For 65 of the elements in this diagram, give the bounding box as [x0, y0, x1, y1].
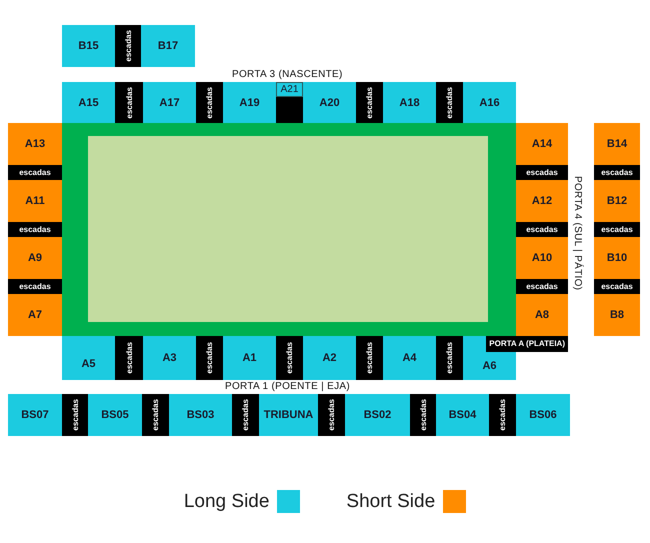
stairs-strip: escadas: [436, 336, 463, 380]
seating-section: B17: [141, 25, 195, 67]
seating-section: BS05: [88, 394, 142, 436]
seating-section: A9: [8, 237, 62, 279]
stairs-strip: escadas: [276, 336, 303, 380]
stairs-strip: escadas: [356, 82, 383, 123]
stairs-strip: escadas: [516, 279, 568, 294]
stairs-strip: escadas: [594, 222, 640, 237]
seating-section: A13: [8, 123, 62, 165]
stairs-strip: escadas: [410, 394, 436, 436]
seating-section: A14: [516, 123, 568, 165]
stairs-strip: escadas: [196, 336, 223, 380]
seating-section: BS06: [516, 394, 570, 436]
stairs-strip: escadas: [196, 82, 223, 123]
seating-section: A7: [8, 294, 62, 336]
stairs-strip: escadas: [516, 222, 568, 237]
stairs-strip: escadas: [594, 279, 640, 294]
stairs-strip: escadas: [8, 165, 62, 180]
seating-section: A16: [463, 82, 516, 123]
seating-section: A6: [463, 352, 516, 380]
stairs-strip: escadas: [62, 394, 88, 436]
seating-section: B10: [594, 237, 640, 279]
seating-section: BS04: [436, 394, 489, 436]
stairs-strip: escadas: [8, 222, 62, 237]
seating-section: A19: [223, 82, 276, 123]
gate-label: PORTA 1 (POENTE | EJA): [225, 381, 350, 392]
seating-section: TRIBUNA: [259, 394, 318, 436]
seating-section: BS03: [169, 394, 232, 436]
seating-section: B12: [594, 180, 640, 222]
stairs-strip: escadas: [115, 82, 143, 123]
seating-section: BS07: [8, 394, 62, 436]
seating-section: A18: [383, 82, 436, 123]
stairs-strip: escadas: [489, 394, 516, 436]
seating-section: B14: [594, 123, 640, 165]
stairs-strip: escadas: [436, 82, 463, 123]
seating-section: A11: [8, 180, 62, 222]
seating-section: A10: [516, 237, 568, 279]
seating-section: A4: [383, 336, 436, 380]
seating-section: A8: [516, 294, 568, 336]
stairs-strip: escadas: [115, 25, 141, 67]
stairs-strip: escadas: [356, 336, 383, 380]
seating-section: A3: [143, 336, 196, 380]
seating-section: A2: [303, 336, 356, 380]
stairs-strip: escadas: [115, 336, 143, 380]
stairs-strip: escadas: [232, 394, 259, 436]
seating-section: A21: [276, 82, 303, 97]
gate-label: PORTA 3 (NASCENTE): [232, 69, 343, 80]
seating-section: B8: [594, 294, 640, 336]
seating-section: B15: [62, 25, 115, 67]
seating-section: BS02: [345, 394, 410, 436]
seating-section: A20: [303, 82, 356, 123]
stairs-strip: escadas: [8, 279, 62, 294]
stairs-strip: escadas: [318, 394, 345, 436]
gate-label: PORTA A (PLATEIA): [486, 336, 568, 352]
seating-section: A5: [62, 336, 115, 380]
legend-label: Short Side: [346, 490, 436, 512]
stairs-strip: escadas: [594, 165, 640, 180]
legend-label: Long Side: [184, 490, 270, 512]
stairs-strip: escadas: [516, 165, 568, 180]
seating-section: A1: [223, 336, 276, 380]
seating-section: A17: [143, 82, 196, 123]
seating-section: A15: [62, 82, 115, 123]
gate-label: PORTA 4 (SUL | PÁTIO): [572, 176, 583, 290]
seating-section: A12: [516, 180, 568, 222]
stairs-strip: escadas: [142, 394, 169, 436]
